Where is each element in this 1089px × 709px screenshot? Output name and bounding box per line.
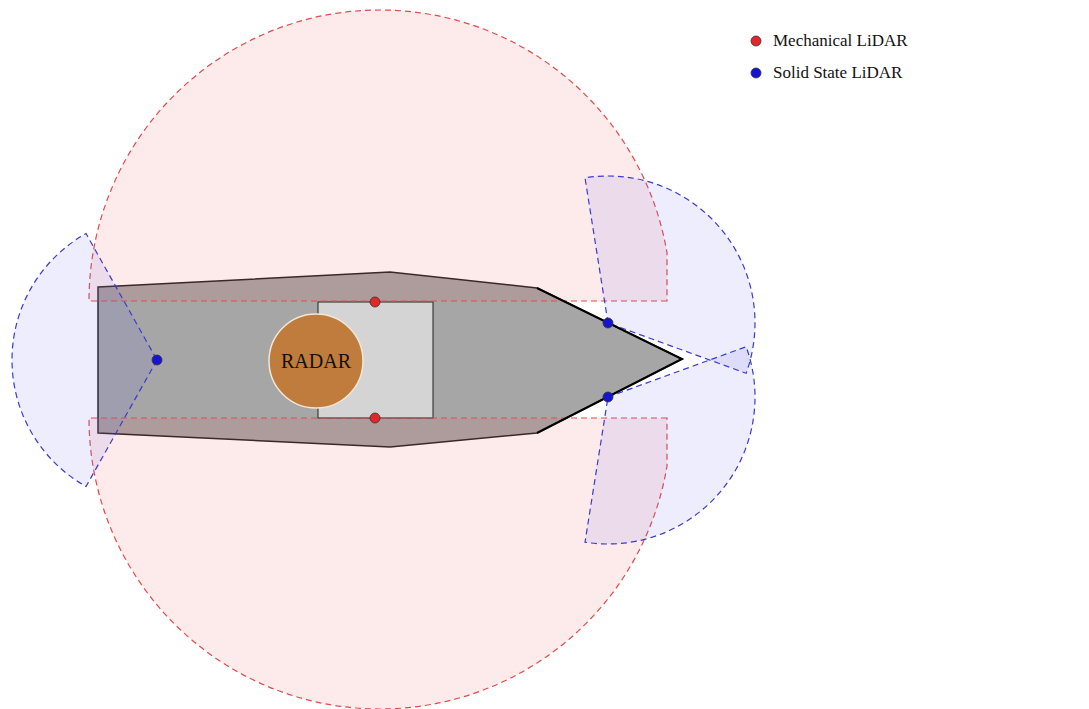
solid-state-lidar [152,355,162,365]
mechanical-lidar [370,413,380,423]
legend-entry: Solid State LiDAR [749,63,902,83]
solid-state-lidar-coverage [12,234,157,487]
solid-state-lidar-coverage [585,176,755,373]
mechanical-lidar [370,297,380,307]
solid-state-lidar-coverage [585,347,755,544]
legend-swatch [749,66,763,80]
legend-label: Mechanical LiDAR [773,31,908,51]
radar-label: RADAR [281,350,351,373]
legend-label: Solid State LiDAR [773,63,902,83]
solid-state-lidar [603,392,613,402]
bow-outline [537,288,682,433]
legend-entry: Mechanical LiDAR [749,31,908,51]
solid-state-lidar [603,318,613,328]
mechanical-lidar-coverage [89,418,667,709]
radar-circle: RADAR [268,313,364,409]
mechanical-lidar-coverage [89,10,667,301]
radar-disc [269,314,363,408]
legend-swatch [749,34,763,48]
